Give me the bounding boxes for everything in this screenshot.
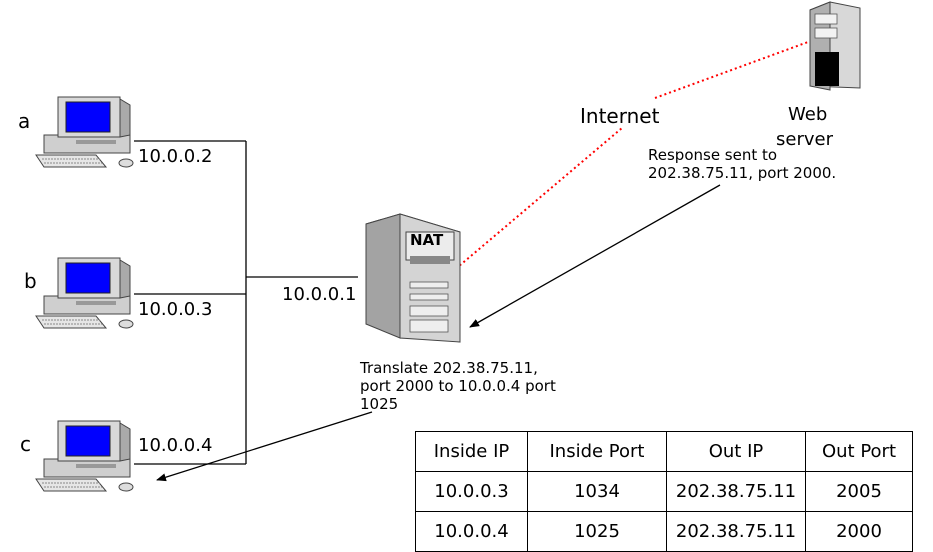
host-c-label: c [20, 432, 31, 456]
header-out-port: Out Port [805, 431, 913, 472]
table-header-row: Inside IP Inside Port Out IP Out Port [415, 431, 913, 472]
computer-c-icon [35, 420, 134, 492]
header-out-ip: Out IP [666, 431, 806, 472]
computer-b-icon [35, 257, 134, 329]
computer-a-icon [35, 96, 134, 168]
cell-inside-port: 1034 [527, 471, 667, 512]
translate-note-line2: port 2000 to 10.0.0.4 port [360, 377, 556, 395]
cell-out-ip: 202.38.75.11 [666, 511, 806, 552]
host-a-ip: 10.0.0.2 [138, 146, 213, 167]
header-inside-ip: Inside IP [415, 431, 528, 472]
nat-translation-table: Inside IP Inside Port Out IP Out Port 10… [415, 431, 913, 552]
translate-arrow [156, 411, 373, 482]
header-inside-port: Inside Port [527, 431, 667, 472]
nat-label: NAT [410, 231, 444, 249]
host-a-label: a [18, 109, 31, 133]
web-server-label-line2: server [776, 129, 833, 150]
translate-note-line3: 1025 [360, 395, 399, 413]
cell-out-port: 2000 [805, 511, 913, 552]
response-note-line1: Response sent to [648, 146, 778, 164]
nat-router-icon [365, 213, 461, 343]
cell-inside-port: 1025 [527, 511, 667, 552]
host-b-ip: 10.0.0.3 [138, 299, 213, 320]
table-row: 10.0.0.3 1034 202.38.75.11 2005 [415, 471, 913, 512]
lan-wiring [134, 140, 358, 465]
response-note-line2: 202.38.75.11, port 2000. [648, 164, 837, 182]
web-server-label-line1: Web [788, 104, 828, 125]
translate-note-line1: Translate 202.38.75.11, [360, 359, 538, 377]
cell-inside-ip: 10.0.0.4 [415, 511, 528, 552]
cell-out-ip: 202.38.75.11 [666, 471, 806, 512]
internet-links [451, 41, 809, 273]
web-server-icon [809, 1, 861, 91]
cell-inside-ip: 10.0.0.3 [415, 471, 528, 512]
table-row: 10.0.0.4 1025 202.38.75.11 2000 [415, 511, 913, 552]
cell-out-port: 2005 [805, 471, 913, 512]
internet-label: Internet [580, 104, 660, 128]
response-arrow [469, 184, 721, 328]
host-b-label: b [24, 269, 37, 293]
host-c-ip: 10.0.0.4 [138, 435, 213, 456]
nat-inside-ip: 10.0.0.1 [282, 284, 357, 305]
